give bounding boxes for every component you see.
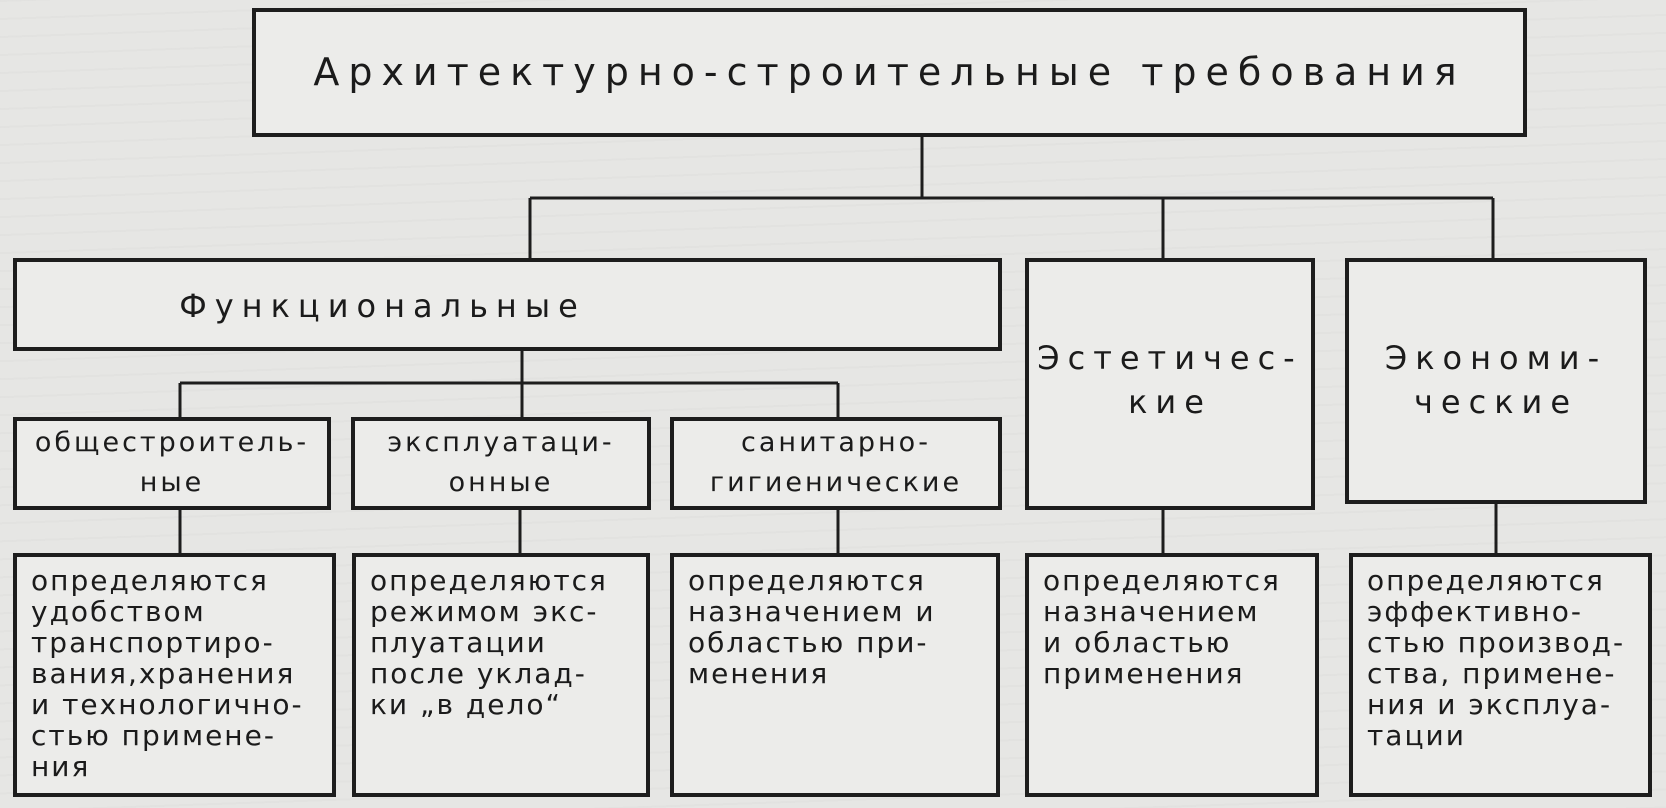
economic-box: Экономи- ческие [1345,258,1647,504]
operational-box: эксплуатаци- онные [351,417,651,510]
operational-description: определяются режимом экс- плуатации посл… [370,564,608,721]
economic-description: определяются эффективно- стью производ- … [1367,564,1626,752]
operational-description-box: определяются режимом экс- плуатации посл… [352,553,650,797]
operational-label: эксплуатаци- онные [387,427,615,498]
aesthetic-description: определяются назначением и областью прим… [1043,564,1281,690]
aesthetic-description-box: определяются назначением и областью прим… [1025,553,1319,797]
general-construction-label: общестроитель- ные [34,427,310,498]
root-label: Архитектурно-строительные требования [313,50,1466,94]
general-construction-description: определяются удобством транспортиро- ван… [31,564,304,783]
sanitary-hygienic-box: санитарно- гигиенические [670,417,1002,510]
economic-description-box: определяются эффективно- стью производ- … [1349,553,1652,797]
functional-label: Функциональные [179,287,586,325]
aesthetic-label: Эстетичес- кие [1037,339,1303,421]
general-construction-box: общестроитель- ные [13,417,331,510]
economic-label: Экономи- ческие [1384,339,1608,421]
sanitary-hygienic-description-box: определяются назначением и областью при-… [670,553,1000,797]
functional-box: Функциональные [13,258,1002,351]
sanitary-hygienic-description: определяются назначением и областью при-… [688,564,936,690]
general-construction-description-box: определяются удобством транспортиро- ван… [13,553,336,797]
root-box: Архитектурно-строительные требования [252,8,1527,137]
sanitary-hygienic-label: санитарно- гигиенические [709,427,963,498]
aesthetic-box: Эстетичес- кие [1025,258,1315,510]
